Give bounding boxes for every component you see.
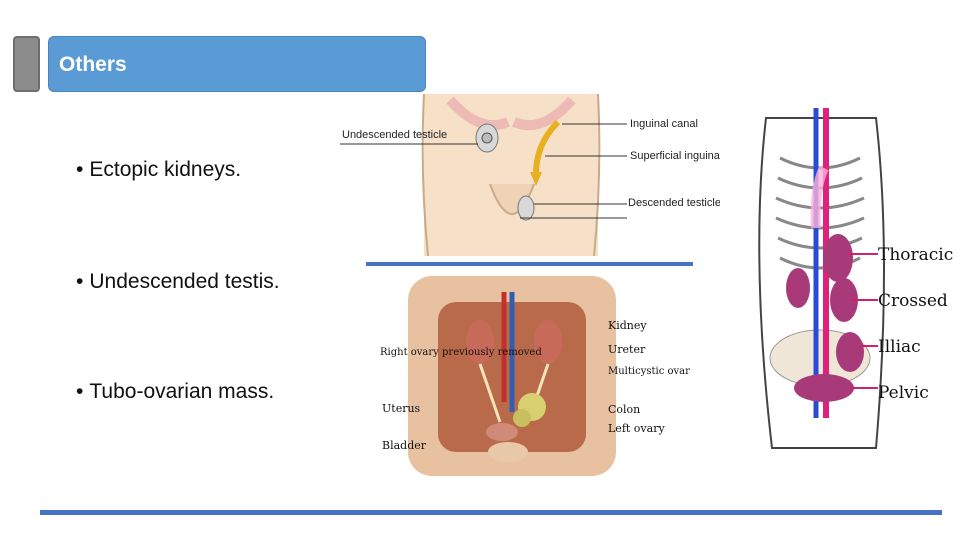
label-crossed: Crossed [878, 291, 948, 311]
label-illiac: Illiac [878, 337, 921, 357]
undescended-testis-figure: Undescended testicle Inguinal canal Supe… [340, 94, 720, 256]
label-undescended-testicle: Undescended testicle [342, 129, 447, 141]
undescended-testis-illustration: Undescended testicle Inguinal canal Supe… [340, 94, 720, 256]
bullet-item: •Tubo-ovarian mass. [76, 380, 274, 404]
label-descended-testicle: Descended testicle [628, 197, 720, 209]
label-ureter: Ureter [608, 343, 646, 356]
tubo-ovarian-illustration: Kidney Ureter Multicystic ovarian mass C… [380, 276, 690, 476]
bullet-text: Ectopic kidneys. [89, 158, 242, 181]
slide-title: Others [59, 53, 127, 76]
title-bar: Others [48, 36, 426, 92]
bullet-item: •Ectopic kidneys. [76, 158, 241, 182]
label-multicystic-ovarian-mass: Multicystic ovarian mass [608, 366, 690, 377]
bottom-rule-line [40, 510, 942, 515]
label-bladder: Bladder [382, 439, 427, 452]
label-kidney: Kidney [608, 319, 647, 332]
label-colon: Colon [608, 403, 640, 416]
figure-divider-line [366, 262, 693, 266]
bullet-dot: • [76, 158, 84, 181]
label-inguinal-canal: Inguinal canal [630, 118, 698, 130]
label-pelvic: Pelvic [878, 383, 929, 403]
title-accent-tab [13, 36, 40, 92]
bullet-text: Undescended testis. [89, 270, 280, 293]
label-right-ovary: Right ovary previously removed [380, 347, 542, 358]
label-uterus: Uterus [382, 402, 421, 415]
bullet-text: Tubo-ovarian mass. [89, 380, 275, 403]
bullet-dot: • [76, 270, 84, 293]
label-left-ovary: Left ovary [608, 422, 665, 435]
ectopic-kidneys-figure: Thoracic Crossed Illiac Pelvic [720, 98, 960, 462]
bullet-dot: • [76, 380, 84, 403]
label-superficial-inguinal-ring: Superficial inguinal ring [630, 150, 720, 162]
label-thoracic: Thoracic [878, 245, 953, 265]
tubo-ovarian-figure: Kidney Ureter Multicystic ovarian mass C… [372, 272, 690, 480]
ectopic-kidneys-illustration: Thoracic Crossed Illiac Pelvic [758, 108, 953, 449]
bullet-item: •Undescended testis. [76, 270, 280, 294]
